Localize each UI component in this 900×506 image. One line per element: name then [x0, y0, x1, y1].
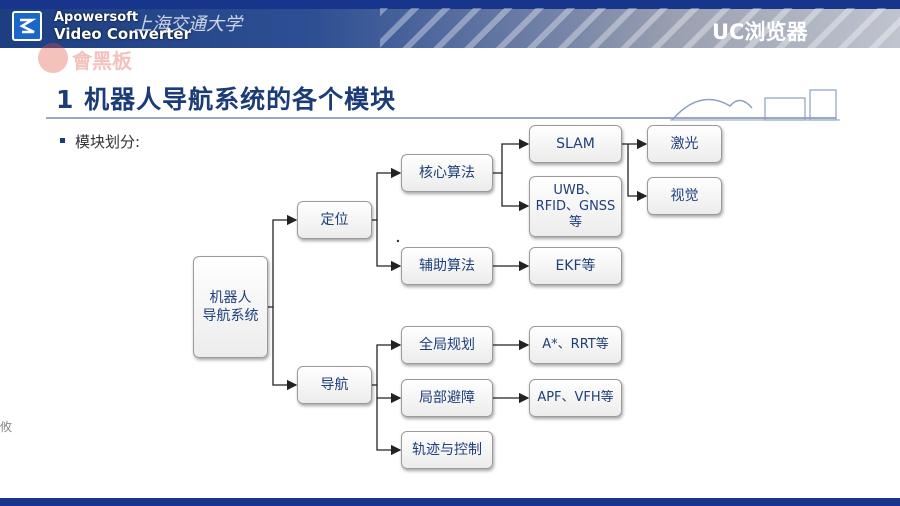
node-uwb-rfid-gnss: UWB、 RFID、GNSS 等 [529, 176, 622, 237]
school-name-logo: 上海交通大学 [134, 14, 242, 35]
node-core-algorithm: 核心算法 [401, 154, 493, 192]
node-vision: 视觉 [647, 177, 722, 215]
node-local-avoidance: 局部避障 [401, 379, 493, 417]
title-divider [46, 117, 836, 119]
bullet-item: 模块划分: [60, 131, 140, 152]
side-character: 攸 [0, 420, 13, 434]
watermark-circle-icon [38, 43, 68, 73]
apowersoft-logo-icon [12, 11, 42, 41]
bullet-text: 模块划分: [75, 133, 141, 151]
node-slam: SLAM [529, 125, 622, 163]
node-auxiliary-algorithm: 辅助算法 [401, 247, 493, 285]
campus-building-icon [670, 89, 840, 121]
bottom-bar [0, 498, 900, 506]
banner-decoration [380, 8, 900, 48]
node-navigation: 导航 [297, 366, 372, 404]
slide-title: 1 机器人导航系统的各个模块 [56, 85, 397, 114]
watermark-logo: 會黑板 [38, 43, 188, 75]
node-global-planning: 全局规划 [401, 326, 493, 364]
banner-top-band [0, 0, 900, 9]
app-title: Apowersoft Video Converter [54, 9, 191, 43]
watermark-text: 會黑板 [72, 49, 132, 73]
app-title-line2: Video Converter [54, 25, 192, 43]
node-trajectory-control: 轨迹与控制 [401, 431, 493, 469]
app-title-line1: Apowersoft [54, 10, 139, 25]
bullet-marker [60, 138, 65, 143]
uc-browser-watermark: UC浏览器 [712, 20, 808, 44]
node-ekf: EKF等 [529, 247, 622, 285]
node-apf-vfh: APF、VFH等 [529, 379, 622, 417]
node-robot-navigation-system: 机器人 导航系统 [193, 256, 268, 358]
node-laser: 激光 [647, 125, 722, 163]
node-astar-rrt: A*、RRT等 [529, 326, 622, 364]
node-localization: 定位 [297, 201, 372, 239]
top-banner [0, 0, 900, 48]
